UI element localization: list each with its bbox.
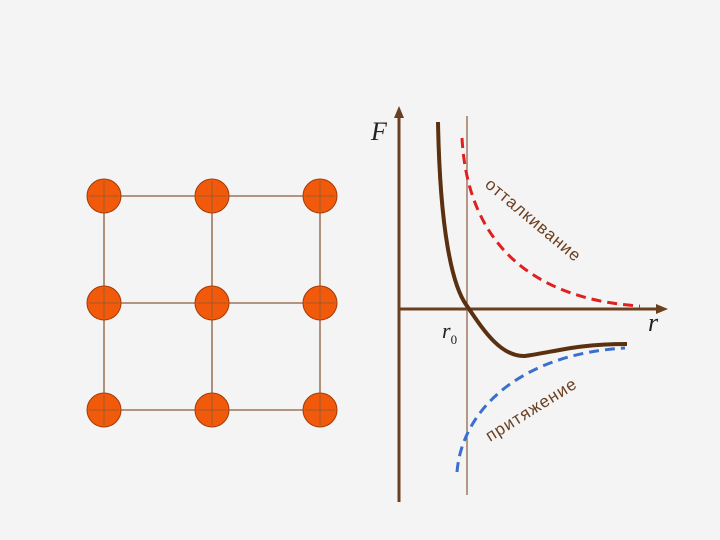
y-axis-arrow-icon — [394, 106, 404, 118]
x-axis-arrow-icon — [656, 304, 668, 314]
r0-label-subscript: 0 — [451, 332, 458, 347]
x-axis-label: r — [648, 308, 659, 337]
y-axis-label: F — [370, 117, 388, 146]
attraction-curve — [455, 346, 626, 473]
r0-label-main: r — [442, 318, 451, 343]
lattice-atoms — [86, 178, 338, 428]
crystal-lattice — [86, 178, 338, 428]
r0-label: r0 — [442, 318, 457, 347]
repulsion-curve — [460, 137, 641, 308]
resultant-force-curve — [436, 121, 628, 359]
